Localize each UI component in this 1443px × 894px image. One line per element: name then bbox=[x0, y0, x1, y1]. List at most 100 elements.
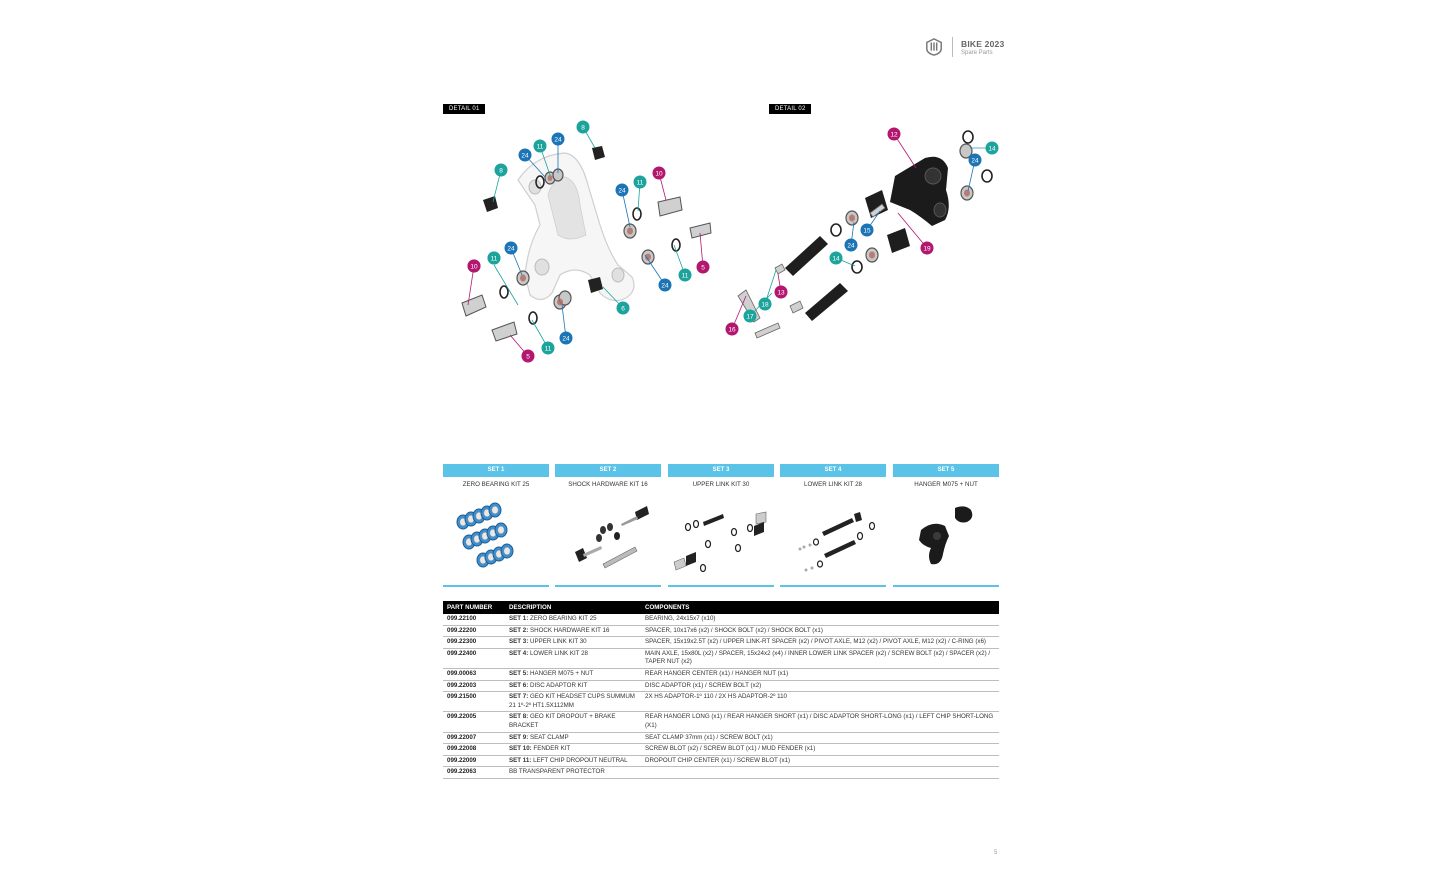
col-part-number: PART NUMBER bbox=[443, 601, 505, 614]
set-label: SET 2: bbox=[509, 626, 529, 634]
callout-bubble bbox=[494, 163, 508, 177]
callout-bubble bbox=[576, 120, 590, 134]
brand-separator bbox=[952, 37, 953, 57]
callout-number: 17 bbox=[746, 313, 754, 320]
components-cell: SEAT CLAMP 37mm (x1) / SCREW BOLT (x1) bbox=[641, 732, 999, 745]
description-cell: SET 11: LEFT CHIP DROPOUT NEUTRAL bbox=[505, 755, 641, 768]
part-number-cell: 099.22063 bbox=[443, 766, 505, 779]
description-cell: SET 2: SHOCK HARDWARE KIT 16 bbox=[505, 625, 641, 638]
set-1-divider bbox=[443, 585, 549, 587]
callout-number: 15 bbox=[863, 227, 871, 234]
description-text: LOWER LINK KIT 28 bbox=[528, 649, 588, 657]
components-cell: BEARING, 24x15x7 (x10) bbox=[641, 614, 999, 626]
callout-number: 8 bbox=[499, 167, 503, 174]
components-cell bbox=[641, 766, 999, 779]
callout-bubble bbox=[652, 166, 666, 180]
callout-bubble bbox=[844, 238, 858, 252]
callout-bubble bbox=[758, 297, 772, 311]
bearing-stack bbox=[456, 502, 514, 568]
set-label: SET 11: bbox=[509, 756, 532, 764]
description-cell: BB TRANSPARENT PROTECTOR bbox=[505, 766, 641, 779]
callout-bubble bbox=[985, 141, 999, 155]
parts-table: PART NUMBER DESCRIPTION COMPONENTS 099.2… bbox=[443, 601, 999, 779]
callout-bubble bbox=[725, 322, 739, 336]
callout-number: 24 bbox=[971, 157, 979, 164]
set-card-3: SET 3 UPPER LINK KIT 30 bbox=[668, 464, 774, 587]
callout-bubble bbox=[518, 148, 532, 162]
components-cell: DROPOUT CHIP CENTER (x1) / SCREW BLOT (x… bbox=[641, 755, 999, 768]
description-text: GEO KIT DROPOUT + BRAKE BRACKET bbox=[509, 713, 616, 729]
set-4-image bbox=[798, 512, 876, 572]
part-number-cell: 099.22003 bbox=[443, 680, 505, 693]
set-label: SET 7: bbox=[509, 693, 529, 701]
description-cell: SET 4: LOWER LINK KIT 28 bbox=[505, 648, 641, 669]
callout-number: 10 bbox=[655, 170, 663, 177]
description-cell: SET 5: HANGER M075 + NUT bbox=[505, 668, 641, 681]
set-card-4: SET 4 LOWER LINK KIT 28 bbox=[780, 464, 886, 587]
callout-number: 18 bbox=[761, 301, 769, 308]
detail-01-parts bbox=[461, 126, 712, 357]
callout-number: 24 bbox=[507, 245, 515, 252]
set-2-name: SHOCK HARDWARE KIT 16 bbox=[568, 481, 648, 488]
part-number-cell: 099.22007 bbox=[443, 732, 505, 745]
description-text: GEO KIT HEADSET CUPS SUMMUM 21 1º-2º HT1… bbox=[509, 693, 635, 709]
components-cell: SPACER, 15x19x2.5T (x2) / UPPER LINK-RT … bbox=[641, 636, 999, 649]
detail-02-label: DETAIL 02 bbox=[769, 104, 812, 114]
description-text: BB TRANSPARENT PROTECTOR bbox=[509, 768, 605, 776]
set-1-name: ZERO BEARING KIT 25 bbox=[462, 481, 530, 488]
set-3-image bbox=[673, 511, 767, 573]
callout-number: 24 bbox=[618, 187, 626, 194]
set-5-image bbox=[919, 506, 973, 565]
set-3-name: UPPER LINK KIT 30 bbox=[692, 481, 750, 488]
set-label: SET 1: bbox=[509, 615, 529, 622]
part-number-cell: 099.22008 bbox=[443, 743, 505, 756]
callout-bubble bbox=[487, 251, 501, 265]
description-text: FENDER KIT bbox=[531, 745, 571, 753]
set-2-header: SET 2 bbox=[555, 464, 661, 477]
callout-number: 24 bbox=[554, 136, 562, 143]
callout-bubble bbox=[743, 309, 757, 323]
callout-bubble bbox=[696, 260, 710, 274]
set-1-image bbox=[456, 502, 514, 568]
set-4-name: LOWER LINK KIT 28 bbox=[804, 481, 862, 488]
callout-number: 19 bbox=[923, 245, 931, 252]
description-text: HANGER M075 + NUT bbox=[528, 669, 594, 677]
callout-number: 11 bbox=[682, 272, 689, 279]
part-number-cell: 099.22300 bbox=[443, 636, 505, 649]
table-row: 099.22063 BB TRANSPARENT PROTECTOR bbox=[443, 766, 999, 779]
set-5-name: HANGER M075 + NUT bbox=[914, 481, 978, 488]
description-text: SEAT CLAMP bbox=[528, 733, 569, 741]
col-components: COMPONENTS bbox=[641, 601, 999, 614]
callout-bubble bbox=[559, 331, 573, 345]
part-number-cell: 099.22009 bbox=[443, 755, 505, 768]
description-cell: SET 9: SEAT CLAMP bbox=[505, 732, 641, 745]
callout-number: 11 bbox=[491, 255, 498, 262]
callout-bubble bbox=[633, 175, 647, 189]
part-number-cell: 099.22400 bbox=[443, 648, 505, 669]
description-cell: SET 10: FENDER KIT bbox=[505, 743, 641, 756]
detail-01-callouts: 8241124810241181011242411561051124 bbox=[467, 120, 710, 363]
set-3-divider bbox=[668, 585, 774, 587]
callout-number: 11 bbox=[537, 143, 544, 150]
description-cell: SET 1: ZERO BEARING KIT 25 bbox=[505, 614, 641, 626]
callout-bubble bbox=[533, 139, 547, 153]
set-label: SET 6: bbox=[509, 681, 529, 689]
callout-number: 24 bbox=[562, 335, 570, 342]
set-label: SET 10: bbox=[509, 745, 532, 753]
set-label: SET 8: bbox=[509, 713, 529, 721]
long-axle-parts bbox=[785, 236, 848, 321]
description-text: UPPER LINK KIT 30 bbox=[528, 638, 587, 646]
set-card-1: SET 1 ZERO BEARING KIT 25 bbox=[443, 464, 549, 587]
nut-parts bbox=[483, 146, 605, 293]
callout-number: 14 bbox=[832, 255, 840, 262]
description-cell: SET 3: UPPER LINK KIT 30 bbox=[505, 636, 641, 649]
